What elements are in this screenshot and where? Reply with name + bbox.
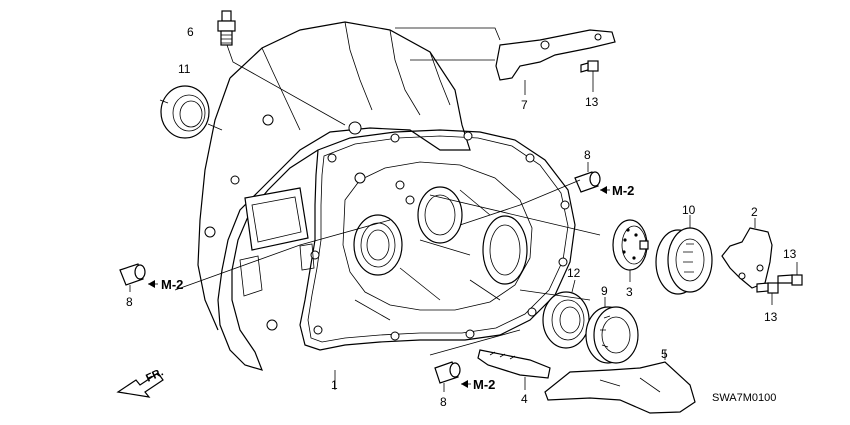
callout-8-lower: 8 (440, 395, 447, 409)
leader-lines (174, 179, 601, 390)
callout-10: 10 (682, 203, 696, 217)
dowel-pin-left (119, 263, 146, 292)
callout-2: 2 (751, 205, 758, 219)
callout-13-right: 13 (783, 247, 797, 261)
oil-guide (477, 349, 551, 390)
bearing-10 (655, 215, 713, 295)
bolt-13-lower (756, 282, 779, 305)
ref-m2-lower: M-2 (473, 377, 495, 392)
bearing-9 (585, 297, 639, 364)
callout-13-top: 13 (585, 95, 599, 109)
retainer-plate (721, 218, 773, 289)
callout-11: 11 (178, 62, 191, 76)
bolt-13-right (777, 262, 803, 286)
callout-9: 9 (601, 284, 608, 298)
sensor-switch (217, 10, 346, 126)
ref-m2-left: M-2 (161, 277, 183, 292)
ref-arrows (148, 186, 610, 388)
callout-6: 6 (187, 25, 194, 39)
front-label: FR. (144, 366, 165, 384)
callout-1: 1 (331, 378, 338, 392)
bolt-13-top (580, 60, 599, 92)
diagram-code: SWA7M0100 (712, 392, 776, 404)
seal-12 (542, 279, 590, 349)
callout-12: 12 (567, 266, 581, 280)
callout-8-left: 8 (126, 295, 133, 309)
callout-3: 3 (626, 285, 633, 299)
callout-8-upper: 8 (584, 148, 591, 162)
callout-4: 4 (521, 392, 528, 406)
callout-7: 7 (521, 98, 528, 112)
front-direction-arrow: FR. (116, 366, 165, 398)
ref-m2-upper: M-2 (612, 183, 634, 198)
dowel-pin-lower (434, 361, 461, 392)
under-cover (544, 350, 696, 414)
dowel-pin-upper (574, 162, 601, 193)
oil-seal (159, 85, 223, 139)
clutch-housing (197, 21, 576, 371)
shift-bracket (395, 27, 616, 95)
callout-13-lower: 13 (764, 310, 778, 324)
magnet-plate (612, 219, 649, 282)
callout-5: 5 (661, 347, 668, 361)
